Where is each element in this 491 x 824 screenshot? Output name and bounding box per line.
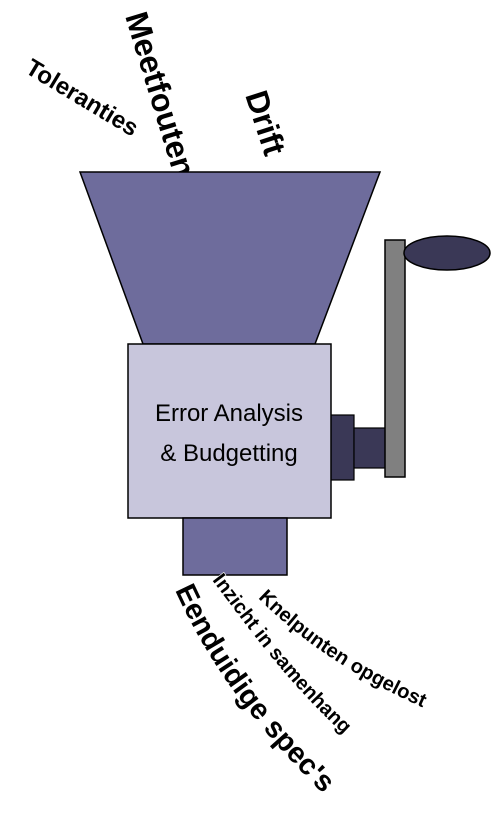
crank-handle-knob — [403, 235, 491, 271]
funnel-hopper — [78, 171, 382, 345]
output-chute — [182, 517, 288, 576]
crank-hub-inner — [353, 427, 387, 469]
machine-label-line1: Error Analysis — [155, 400, 303, 427]
input-label-drift: Drift — [238, 86, 293, 160]
input-label-measurement-errors: Meetfouten — [118, 8, 202, 182]
crank-hub-outer — [329, 414, 355, 481]
machine-label-line2: & Budgetting — [160, 440, 297, 467]
crank-arm — [384, 239, 406, 478]
input-label-tolerances: Toleranties — [21, 54, 143, 142]
machine-body — [127, 343, 332, 519]
